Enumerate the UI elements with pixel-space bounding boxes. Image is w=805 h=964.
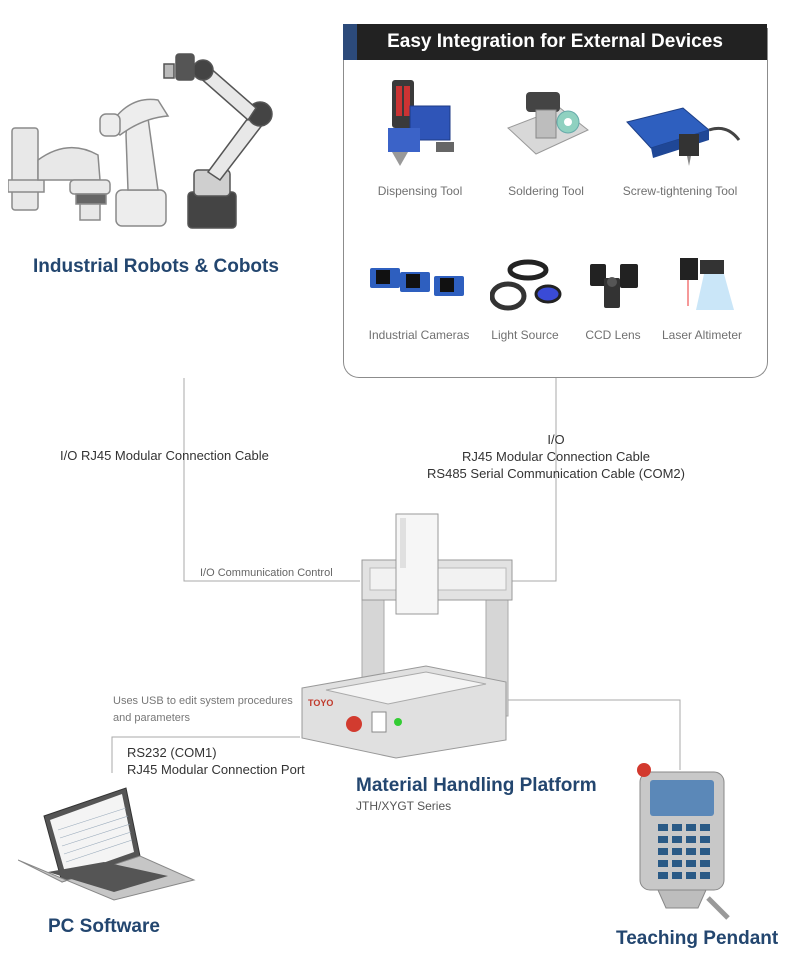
platform-brand-logo: TOYO: [308, 698, 334, 708]
cable-label-right-l3: RS485 Serial Communication Cable (COM2): [427, 466, 685, 481]
ccd-lens-image: [590, 264, 638, 308]
teaching-pendant-title: Teaching Pendant: [616, 928, 779, 949]
light-source-image: [490, 259, 562, 311]
panel-title: Easy Integration for External Devices: [343, 24, 767, 60]
laser-altimeter-image: [680, 258, 734, 310]
platform-series: JTH/XYGT Series: [356, 799, 452, 813]
device-caption-soldering: Soldering Tool: [508, 184, 584, 198]
device-caption-light: Light Source: [491, 328, 559, 342]
soldering-tool-image: [507, 92, 589, 155]
pendant-connection-line: [498, 699, 681, 770]
device-caption-altimeter: Laser Altimeter: [661, 328, 743, 342]
robot-connection-line: [183, 378, 360, 582]
teaching-pendant-image: [637, 763, 730, 920]
screw-tightening-tool-image: [626, 107, 741, 166]
device-caption-dispensing: Dispensing Tool: [377, 184, 463, 198]
pc-software-title: PC Software: [48, 916, 160, 937]
usb-label-l1: Uses USB to edit system procedures: [113, 695, 293, 707]
cable-label-right: I/O RJ45 Modular Connection Cable RS485 …: [396, 431, 716, 482]
device-caption-cameras: Industrial Cameras: [368, 328, 470, 342]
usb-label-l2: and parameters: [113, 712, 191, 724]
usb-label: Uses USB to edit system procedures and p…: [113, 693, 293, 727]
platform-title: Material Handling Platform: [356, 775, 597, 796]
device-caption-lens: CCD Lens: [585, 328, 641, 342]
cable-label-left: I/O RJ45 Modular Connection Cable: [60, 448, 269, 463]
cable-label-right-l2: RJ45 Modular Connection Cable: [462, 449, 650, 464]
devices-connection-line: [492, 378, 557, 582]
rs232-label-l1: RS232 (COM1): [127, 745, 217, 760]
industrial-robots-illustration: [8, 53, 273, 229]
material-handling-platform-image: [301, 513, 513, 759]
cable-label-right-l1: I/O: [547, 432, 565, 447]
io-communication-label: I/O Communication Control: [200, 567, 333, 579]
device-caption-screw: Screw-tightening Tool: [622, 184, 738, 198]
rs232-label: RS232 (COM1) RJ45 Modular Connection Por…: [127, 744, 305, 778]
dispensing-tool-image: [388, 80, 454, 166]
rs232-label-l2: RJ45 Modular Connection Port: [127, 762, 305, 777]
industrial-cameras-image: [370, 268, 464, 296]
pc-laptop-image: [18, 787, 196, 901]
robots-title: Industrial Robots & Cobots: [33, 256, 279, 277]
pc-connection-line: [111, 736, 300, 773]
